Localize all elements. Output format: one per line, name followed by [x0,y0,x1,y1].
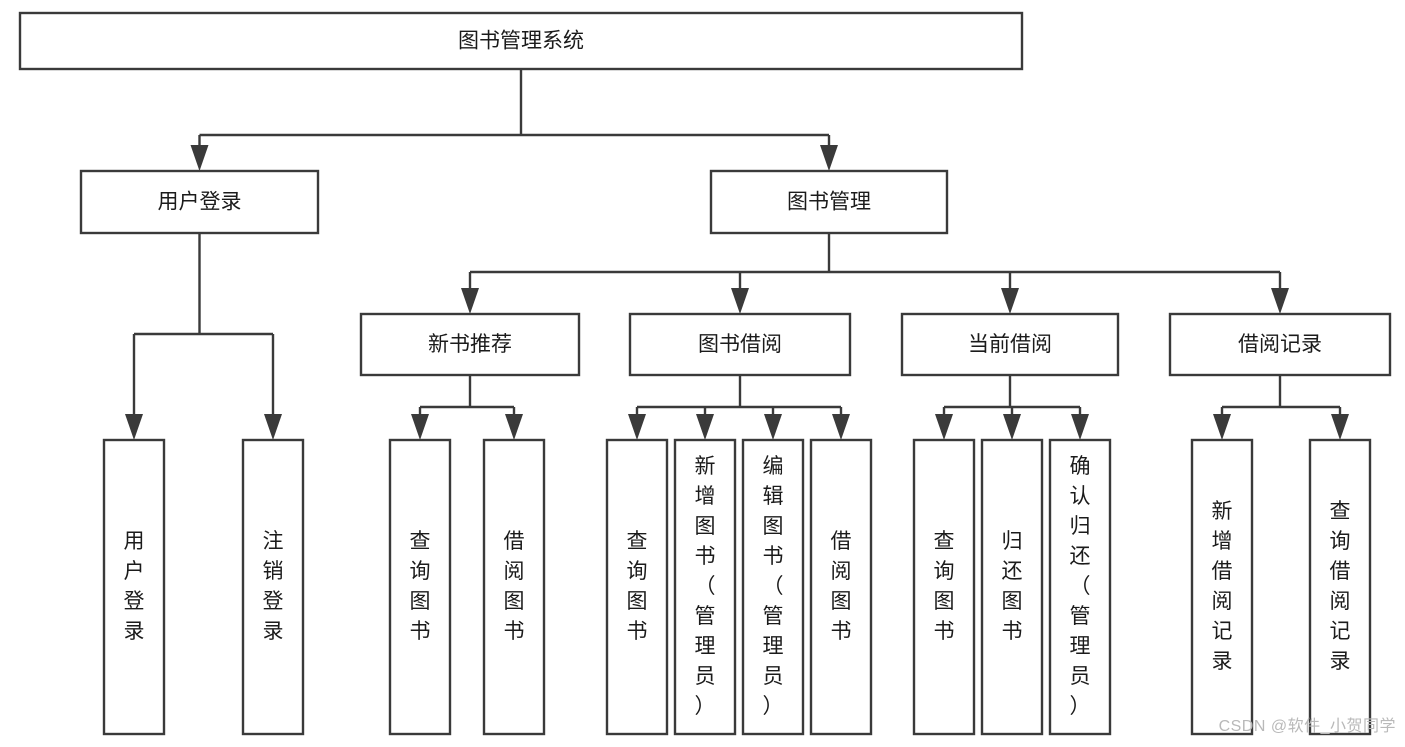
connector-group-current-borrow [935,375,1089,440]
node-box[interactable] [482,438,546,736]
connector-group-book-borrow [628,375,850,440]
arrow-head-icon [1331,414,1349,440]
node-label: 用户登录 [158,191,242,214]
arrow-head-icon [505,414,523,440]
node-label: 用户登录 [124,530,145,643]
node-leaf-query-book-1[interactable]: 查询图书 [388,438,452,736]
connector-group-user-login [125,233,282,440]
node-leaf-borrow-book-1[interactable]: 借阅图书 [482,438,546,736]
arrow-head-icon [696,414,714,440]
node-box[interactable] [741,438,805,736]
node-box[interactable] [102,438,166,736]
csdn-watermark: CSDN @软件_小贺同学 [1219,717,1396,735]
node-current-borrow[interactable]: 当前借阅 [900,312,1120,377]
node-box[interactable] [900,312,1120,377]
node-box[interactable] [1168,312,1392,377]
node-box[interactable] [388,438,452,736]
node-root[interactable]: 图书管理系统 [18,11,1024,71]
node-leaf-user-login[interactable]: 用户登录 [102,438,166,736]
node-box[interactable] [709,169,949,235]
connector-group-borrow-record [1213,375,1349,440]
node-leaf-query-record[interactable]: 查询借阅记录 [1308,438,1372,736]
node-user-login[interactable]: 用户登录 [79,169,320,235]
node-leaf-query-book-2[interactable]: 查询图书 [605,438,669,736]
node-label: 图书管理系统 [458,30,584,53]
node-label: 查询图书 [627,530,648,643]
arrow-head-icon [461,288,479,314]
node-box[interactable] [241,438,305,736]
connector-layer [125,69,1349,440]
node-label: 图书管理 [787,191,871,214]
arrow-head-icon [832,414,850,440]
node-leaf-confirm-return[interactable]: 确认归还（管理员） [1048,438,1112,736]
node-label: 查询借阅记录 [1330,500,1351,673]
node-label: 新增图书（管理员） [695,455,716,718]
node-new-book-rec[interactable]: 新书推荐 [359,312,581,377]
node-label: 新书推荐 [428,333,512,356]
node-leaf-query-book-3[interactable]: 查询图书 [912,438,976,736]
node-leaf-add-record[interactable]: 新增借阅记录 [1190,438,1254,736]
node-label: 归还图书 [1002,530,1023,643]
node-leaf-add-book[interactable]: 新增图书（管理员） [673,438,737,736]
arrow-head-icon [935,414,953,440]
node-box[interactable] [809,438,873,736]
node-leaf-user-logout[interactable]: 注销登录 [241,438,305,736]
node-borrow-record[interactable]: 借阅记录 [1168,312,1392,377]
node-box[interactable] [980,438,1044,736]
node-box[interactable] [1048,438,1112,736]
arrow-head-icon [1213,414,1231,440]
node-label: 借阅图书 [831,530,852,643]
node-label: 确认归还（管理员） [1070,455,1091,718]
node-label: 图书借阅 [698,333,782,356]
arrow-head-icon [125,414,143,440]
arrow-head-icon [731,288,749,314]
arrow-head-icon [264,414,282,440]
node-box[interactable] [1190,438,1254,736]
connector-group-new-book-rec [411,375,523,440]
arrow-head-icon [1001,288,1019,314]
node-label: 新增借阅记录 [1212,500,1233,673]
node-leaf-borrow-book-2[interactable]: 借阅图书 [809,438,873,736]
node-box[interactable] [628,312,852,377]
node-label: 借阅图书 [504,530,525,643]
node-box[interactable] [18,11,1024,71]
node-layer: 图书管理系统用户登录图书管理新书推荐图书借阅当前借阅借阅记录用户登录注销登录查询… [18,11,1392,736]
node-book-borrow[interactable]: 图书借阅 [628,312,852,377]
node-leaf-return-book[interactable]: 归还图书 [980,438,1044,736]
node-box[interactable] [673,438,737,736]
arrow-head-icon [411,414,429,440]
node-box[interactable] [605,438,669,736]
arrow-head-icon [764,414,782,440]
arrow-head-icon [1071,414,1089,440]
node-label: 编辑图书（管理员） [763,455,784,718]
arrow-head-icon [628,414,646,440]
connector-group-book-manage [461,233,1289,314]
node-leaf-edit-book[interactable]: 编辑图书（管理员） [741,438,805,736]
arrow-head-icon [1271,288,1289,314]
node-box[interactable] [79,169,320,235]
node-book-manage[interactable]: 图书管理 [709,169,949,235]
node-label: 借阅记录 [1238,333,1322,356]
node-box[interactable] [912,438,976,736]
node-label: 查询图书 [410,530,431,643]
node-label: 当前借阅 [968,333,1052,356]
arrow-head-icon [820,145,838,171]
arrow-head-icon [1003,414,1021,440]
node-label: 查询图书 [934,530,955,643]
node-label: 注销登录 [263,530,284,643]
node-box[interactable] [359,312,581,377]
node-box[interactable] [1308,438,1372,736]
arrow-head-icon [190,145,209,171]
connector-group-root [190,69,838,171]
